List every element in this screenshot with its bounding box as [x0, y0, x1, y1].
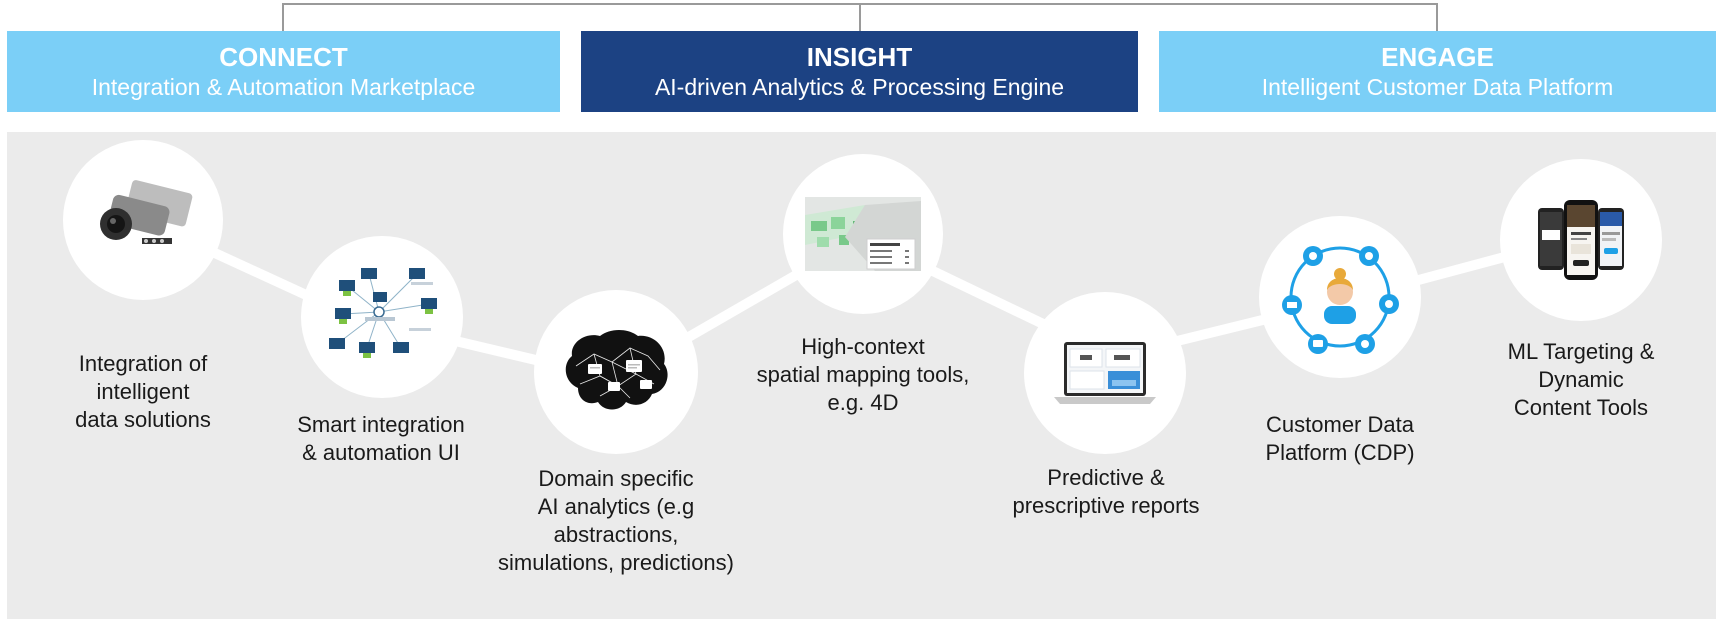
connect-header: CONNECT Integration & Automation Marketp… — [7, 31, 560, 112]
insight-title: INSIGHT — [806, 42, 913, 72]
node-camera — [63, 140, 223, 300]
connect-title: CONNECT — [219, 42, 348, 72]
insight-header: INSIGHT AI-driven Analytics & Processing… — [581, 31, 1138, 112]
node-brain — [534, 290, 698, 454]
node-label-spatial: High-context spatial mapping tools, e.g.… — [756, 334, 970, 415]
engage-subtitle: Intelligent Customer Data Platform — [1261, 74, 1614, 100]
integration-network-icon — [329, 268, 437, 358]
node-label-cdp: Customer Data Platform (CDP) — [1265, 412, 1415, 465]
node-spatial — [783, 154, 943, 314]
connect-subtitle: Integration & Automation Marketplace — [91, 74, 476, 100]
mobile-phones-icon — [1538, 200, 1624, 280]
engage-title: ENGAGE — [1381, 42, 1494, 72]
spatial-map-icon — [805, 197, 921, 271]
insight-subtitle: AI-driven Analytics & Processing Engine — [654, 74, 1065, 100]
node-reports — [1024, 292, 1186, 454]
laptop-report-icon — [1054, 342, 1156, 404]
node-label-brain: Domain specific AI analytics (e.g abstra… — [498, 466, 734, 575]
node-label-reports: Predictive & prescriptive reports — [1012, 465, 1200, 518]
security-camera-icon — [100, 180, 193, 244]
node-integration — [301, 236, 463, 398]
node-label-camera: Integration of intelligent data solution… — [75, 351, 211, 432]
node-targeting — [1500, 159, 1662, 321]
node-label-targeting: ML Targeting & Dynamic Content Tools — [1507, 339, 1655, 420]
customer-profile-icon — [1282, 246, 1399, 354]
engage-header: ENGAGE Intelligent Customer Data Platfor… — [1159, 31, 1716, 112]
ai-brain-icon — [565, 330, 668, 410]
capabilities-panel: Integration of intelligent data solution… — [7, 132, 1716, 619]
header-bracket — [282, 3, 1438, 31]
node-cdp — [1259, 216, 1421, 378]
node-label-integration: Smart integration & automation UI — [297, 412, 465, 465]
